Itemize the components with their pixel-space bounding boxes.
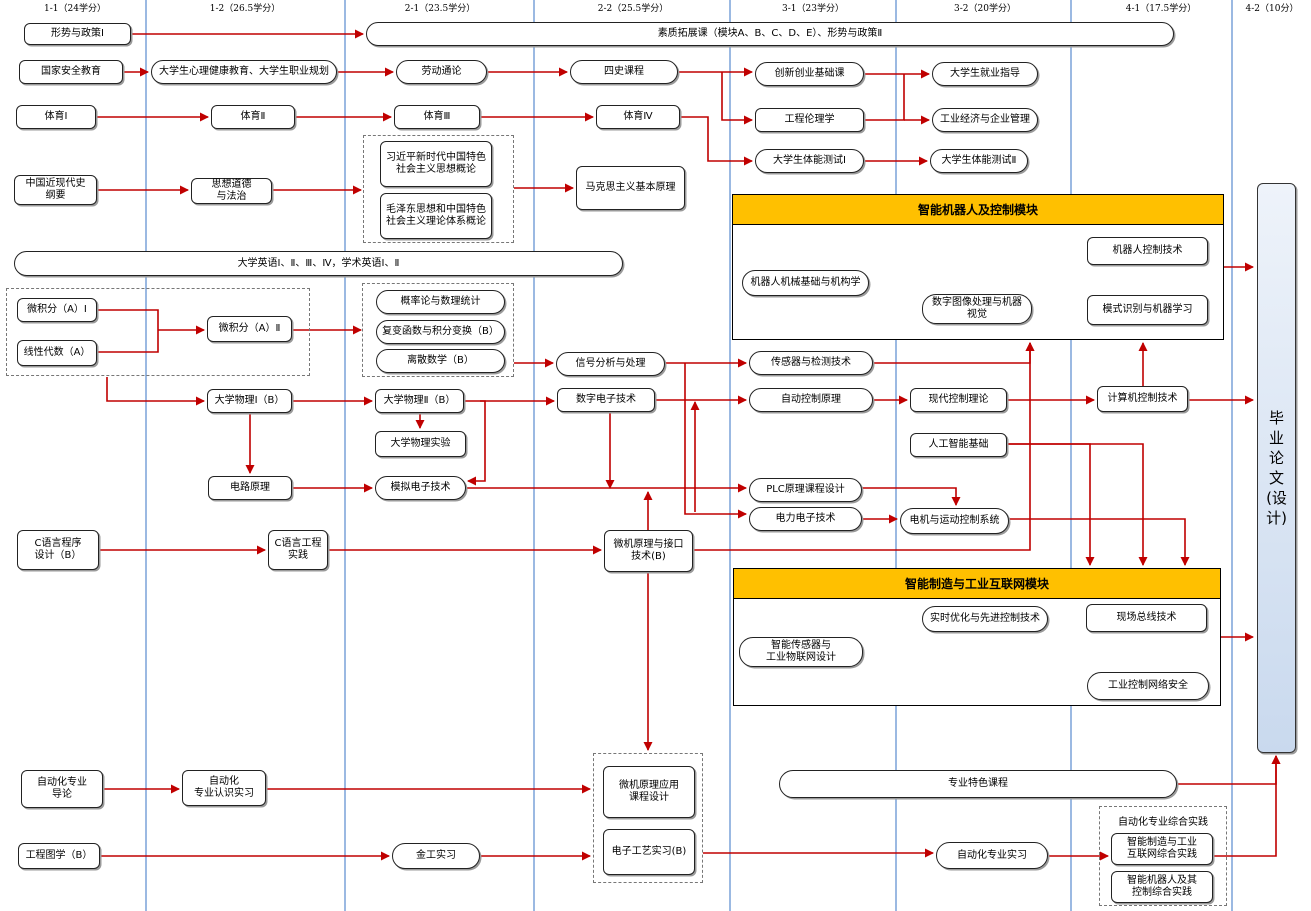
course-fubian: 复变函数与积分变换（B） <box>376 320 505 344</box>
course-lisan: 离散数学（B） <box>376 349 505 373</box>
course-sishi: 四史课程 <box>570 60 678 84</box>
course-dianzi-gy: 电子工艺实习(B) <box>603 829 695 875</box>
course-shiyan: 大学物理实验 <box>375 431 466 457</box>
course-plc: PLC原理课程设计 <box>749 478 862 502</box>
prerequisite-arrow <box>864 74 905 121</box>
course-cgongcheng: C语言工程 实践 <box>268 530 328 570</box>
course-chuanganqi: 传感器与检测技术 <box>749 351 873 375</box>
course-tese: 专业特色课程 <box>779 770 1177 798</box>
course-tiyu4: 体育Ⅳ <box>596 105 680 129</box>
course-weiji: 微机原理与接口 技术(B) <box>604 530 693 572</box>
prerequisite-arrow <box>106 377 205 406</box>
course-weijifen2: 微积分（A）Ⅱ <box>207 316 292 342</box>
course-moni: 模拟电子技术 <box>375 476 466 500</box>
course-dianli: 电力电子技术 <box>749 507 862 531</box>
course-jindai: 中国近现代史 纲要 <box>14 175 97 205</box>
math-group-1 <box>6 288 310 376</box>
course-laodong: 劳动通论 <box>396 60 487 84</box>
politics-group <box>363 135 514 243</box>
practice-group-label: 自动化专业综合实践 <box>1118 817 1208 828</box>
course-daolun: 自动化专业 导论 <box>21 770 103 808</box>
course-zidong: 自动控制原理 <box>749 388 873 412</box>
course-dianji: 电机与运动控制系统 <box>900 508 1009 534</box>
course-xianchang: 现场总线技术 <box>1086 604 1207 632</box>
course-renshi: 自动化 专业认识实习 <box>182 770 266 806</box>
prerequisite-arrow <box>1213 755 1281 857</box>
course-tiyu2: 体育Ⅱ <box>211 105 295 129</box>
course-chuangxin: 创新创业基础课 <box>755 62 864 86</box>
math-group-2 <box>362 283 514 377</box>
course-jisuanji: 计算机控制技术 <box>1097 386 1188 412</box>
design-practice-group <box>593 753 703 883</box>
prerequisite-arrow <box>1007 443 1148 566</box>
comprehensive-practice-group <box>1099 806 1227 906</box>
prerequisite-arrow <box>693 342 1035 551</box>
prerequisite-arrow <box>1009 518 1190 566</box>
course-jingji: 工业经济与企业管理 <box>932 108 1038 132</box>
course-lunli: 工程伦理学 <box>755 108 864 132</box>
prerequisite-arrow <box>1007 443 1095 566</box>
course-rengong: 人工智能基础 <box>910 433 1007 457</box>
course-xi: 习近平新时代中国特色 社会主义思想概论 <box>380 141 492 187</box>
course-xingshi1: 形势与政策Ⅰ <box>24 23 131 45</box>
prerequisite-arrow <box>721 72 753 125</box>
course-tineng1: 大学生体能测试Ⅰ <box>755 149 864 173</box>
semester-1-2: 1-2（26.5学分） <box>209 4 281 14</box>
course-shuzi: 数字电子技术 <box>557 388 655 412</box>
course-tiyu3: 体育Ⅲ <box>394 105 480 129</box>
course-weijifen1: 微积分（A）Ⅰ <box>17 298 97 322</box>
course-anquan: 工业控制网络安全 <box>1087 672 1209 700</box>
course-jingong: 金工实习 <box>392 843 480 869</box>
course-guojia: 国家安全教育 <box>19 60 123 84</box>
course-weiji-sheji: 微机原理应用 课程设计 <box>603 766 695 818</box>
course-wuli2: 大学物理Ⅱ（B） <box>375 389 464 413</box>
course-makesi: 马克思主义基本原理 <box>576 166 685 210</box>
course-gailv: 概率论与数理统计 <box>376 290 505 314</box>
course-shishi: 实时优化与先进控制技术 <box>922 606 1048 632</box>
semester-2-2: 2-2（25.5学分） <box>597 4 669 14</box>
semester-2-1: 2-1（23.5学分） <box>404 4 476 14</box>
semester-3-1: 3-1（23学分） <box>782 4 844 14</box>
course-jixie: 机器人机械基础与机构学 <box>742 270 869 296</box>
semester-4-1: 4-1（17.5学分） <box>1125 4 1197 14</box>
course-tineng2: 大学生体能测试Ⅱ <box>930 149 1028 173</box>
semester-1-1: 1-1（24学分） <box>44 4 106 14</box>
course-mao: 毛泽东思想和中国特色 社会主义理论体系概论 <box>380 193 492 239</box>
prerequisite-arrow <box>97 309 159 353</box>
course-suzhi: 素质拓展课（模块A、B、C、D、E）、形势与政策Ⅱ <box>366 22 1174 46</box>
prerequisite-arrow <box>467 400 486 486</box>
course-sixiang: 思想道德 与法治 <box>191 178 272 204</box>
course-jiuye: 大学生就业指导 <box>932 62 1038 86</box>
course-xinhao: 信号分析与处理 <box>556 352 665 376</box>
course-gongcheng-tu: 工程图学（B） <box>18 843 100 869</box>
prerequisite-arrow <box>680 116 753 166</box>
prerequisite-arrow <box>862 487 961 506</box>
course-tuxiang: 数字图像处理与机器 视觉 <box>922 294 1032 324</box>
manufacturing-module-title: 智能制造与工业互联网模块 <box>733 568 1221 599</box>
course-zonghe1: 智能制造与工业 互联网综合实践 <box>1111 833 1213 865</box>
course-xinli: 大学生心理健康教育、大学生职业规划 <box>151 60 337 84</box>
course-jiqiren-kz: 机器人控制技术 <box>1087 237 1208 265</box>
robot-module-title: 智能机器人及控制模块 <box>732 194 1224 225</box>
course-wuli1: 大学物理Ⅰ（B） <box>207 389 292 413</box>
course-tiyu1: 体育Ⅰ <box>16 105 96 129</box>
course-moshi: 模式识别与机器学习 <box>1087 295 1208 325</box>
semester-4-2: 4-2（10分） <box>1245 4 1299 14</box>
prerequisite-arrow <box>1177 755 1281 785</box>
course-xiandai: 现代控制理论 <box>910 388 1007 412</box>
course-biye: 毕 业 论 文 (设 计) <box>1257 183 1296 753</box>
semester-3-2: 3-2（20学分） <box>954 4 1016 14</box>
course-dianlu: 电路原理 <box>208 476 292 500</box>
prerequisite-arrow <box>684 363 747 519</box>
course-zidong-sx: 自动化专业实习 <box>936 842 1048 869</box>
course-xianxing: 线性代数（A） <box>17 340 97 366</box>
course-zonghe2: 智能机器人及其 控制综合实践 <box>1111 871 1213 903</box>
course-zhineng-cgq: 智能传感器与 工业物联网设计 <box>739 637 863 667</box>
course-yingyu: 大学英语Ⅰ、Ⅱ、Ⅲ、Ⅳ，学术英语Ⅰ、Ⅱ <box>14 251 623 276</box>
course-cyuyan: C语言程序 设计（B） <box>17 530 99 570</box>
